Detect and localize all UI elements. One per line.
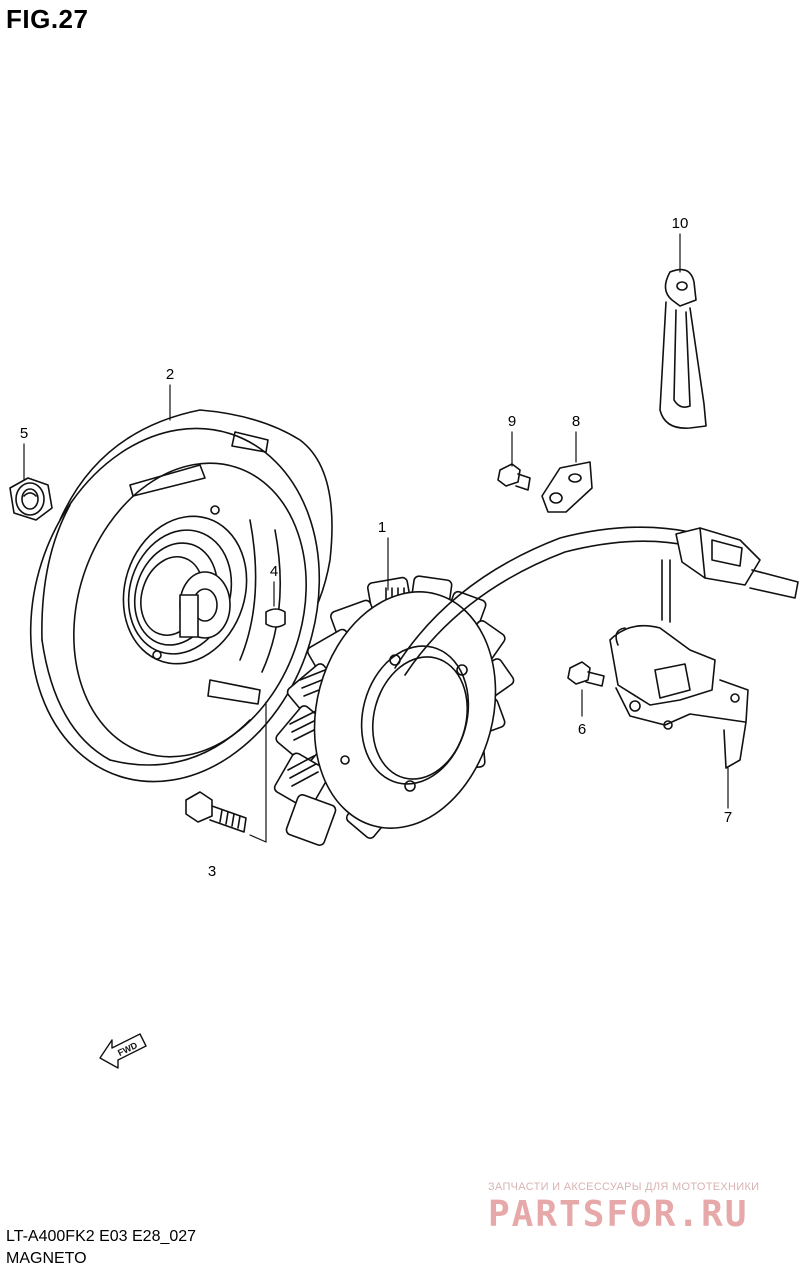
bolt-3 (185, 791, 247, 833)
clamp-10 (659, 268, 707, 429)
section-name: MAGNETO (6, 1250, 87, 1267)
bolt-6 (567, 661, 605, 687)
callout-3: 3 (208, 863, 216, 880)
wire-harness (394, 526, 799, 676)
bolt-9 (497, 463, 531, 491)
callout-2: 2 (166, 366, 174, 383)
leader-lines (23, 233, 729, 843)
figure-title: FIG.27 (6, 4, 89, 34)
callout-5: 5 (20, 425, 28, 442)
callout-10: 10 (672, 215, 689, 232)
flywheel-nut (9, 477, 53, 521)
watermark-logo: PARTSFOR.RU (488, 1194, 749, 1235)
pickup-coil-bracket (609, 624, 749, 769)
callout-8: 8 (572, 413, 580, 430)
watermark-tagline: ЗАПЧАСТИ И АКСЕССУАРЫ ДЛЯ МОТОТЕХНИКИ (488, 1181, 760, 1193)
fwd-arrow-icon: FWD (99, 1033, 147, 1069)
callout-4: 4 (270, 563, 278, 580)
plate-8 (541, 461, 593, 513)
callout-7: 7 (724, 809, 732, 826)
stator (273, 575, 515, 846)
callout-9: 9 (508, 413, 516, 430)
model-code: LT-A400FK2 E03 E28_027 (6, 1228, 197, 1245)
callout-1: 1 (378, 519, 386, 536)
flywheel-rotor (29, 409, 333, 783)
callout-6: 6 (578, 721, 586, 738)
